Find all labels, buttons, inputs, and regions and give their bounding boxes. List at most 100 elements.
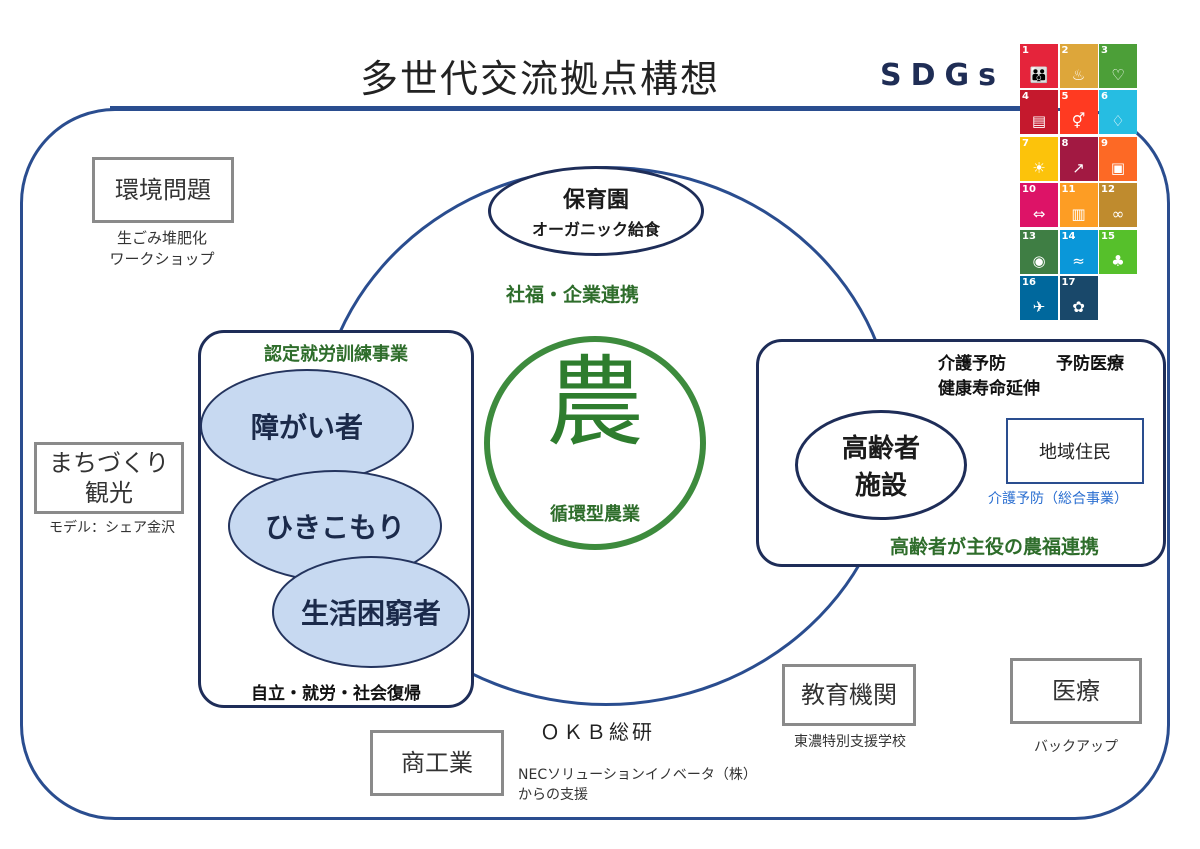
- sdg-number: 14: [1061, 230, 1076, 242]
- sdg-tile-2: 2♨: [1059, 44, 1098, 88]
- sdg-number: 6: [1101, 91, 1108, 103]
- sdg-tile-7: 7☀: [1020, 136, 1058, 181]
- commerce-caption-line1: NECソリューションイノベータ（株）: [518, 767, 757, 783]
- equality-icon: ⇔: [1032, 205, 1046, 224]
- environment-caption-line1: 生ごみ堆肥化: [116, 229, 207, 247]
- environment-label: 環境問題: [115, 176, 211, 204]
- sdg-tile-4: 4▤: [1020, 90, 1058, 135]
- sdg-tile-15: 15 ♣: [1099, 229, 1137, 274]
- sdg-tile-10: 10 ⇔: [1020, 183, 1058, 228]
- elderly-facility-ellipse: 高齢者 施設: [795, 410, 967, 520]
- agriculture-circle: [484, 336, 706, 550]
- commerce-box: 商工業: [370, 730, 504, 796]
- family-icon: 👪: [1029, 66, 1049, 84]
- education-label: 教育機関: [801, 681, 897, 709]
- local-residents-box: 地域住民: [1006, 418, 1144, 484]
- hikikomori-label: ひきこもり: [264, 511, 405, 544]
- sdg-number: 12: [1101, 184, 1115, 196]
- sdg-tile-6: 6♢: [1099, 90, 1137, 135]
- book-icon: ▤: [1031, 112, 1047, 131]
- sdg-number: 11: [1061, 184, 1076, 196]
- sdg-number: 17: [1061, 276, 1076, 288]
- agriculture-caption: 循環型農業: [550, 504, 640, 525]
- town-development-box: まちづくり 観光: [34, 442, 184, 514]
- sdg-tile-11: 11 ▥: [1059, 183, 1098, 228]
- poverty-ellipse: 生活困窮者: [272, 556, 470, 668]
- town-caption: モデル：シェア金沢: [49, 520, 175, 536]
- elderly-facility-line2: 施設: [854, 471, 907, 501]
- poverty-label: 生活困窮者: [300, 597, 441, 630]
- healthy-life-label: 健康寿命延伸: [938, 379, 1040, 399]
- okb-label: ＯＫＢ総研: [540, 720, 655, 744]
- sdg-tile-17: 17 ✿: [1059, 275, 1098, 320]
- sdg-number: 13: [1022, 230, 1036, 242]
- sdg-number: 1: [1022, 45, 1029, 56]
- environment-box: 環境問題: [92, 157, 234, 223]
- education-box: 教育機関: [782, 664, 916, 726]
- sdgs-label: SDGs: [880, 58, 1005, 93]
- sdg-tile-blank: [1099, 275, 1137, 320]
- title-underline: [110, 106, 1020, 109]
- training-title: 認定就労訓練事業: [264, 344, 408, 365]
- commerce-label: 商工業: [401, 749, 473, 777]
- city-icon: ▥: [1071, 205, 1086, 224]
- sdg-tile-13: 13 ◉: [1020, 229, 1058, 274]
- outer-frame: [20, 108, 1170, 820]
- sdg-number: 4: [1022, 91, 1029, 103]
- fish-icon: ≈: [1072, 251, 1085, 270]
- gender-icon: ⚥: [1071, 112, 1086, 131]
- elderly-facility-line1: 高齢者: [841, 434, 920, 464]
- sdg-number: 15: [1101, 230, 1115, 242]
- disability-label: 障がい者: [250, 411, 363, 444]
- environment-caption: 生ごみ堆肥化 ワークショップ: [72, 227, 252, 269]
- sdg-tile-8: 8↗: [1059, 136, 1098, 181]
- sdg-number: 2: [1061, 45, 1069, 56]
- water-icon: ♢: [1111, 112, 1125, 131]
- environment-caption-line2: ワークショップ: [109, 250, 215, 268]
- nursery-title: 保育園: [562, 188, 629, 213]
- nursery-ellipse: 保育園 オーガニック給食: [488, 166, 704, 256]
- training-footer: 自立・就労・社会復帰: [251, 684, 421, 704]
- preventive-medicine-label: 予防医療: [1056, 354, 1124, 374]
- nursery-subtitle: オーガニック給食: [531, 220, 660, 239]
- elderly-footer: 高齢者が主役の農福連携: [890, 536, 1100, 558]
- flower-icon: ✿: [1072, 297, 1085, 316]
- heartbeat-icon: ♡: [1111, 66, 1125, 84]
- sdg-tile-5: 5⚥: [1059, 90, 1098, 135]
- sdg-number: 7: [1022, 137, 1029, 149]
- sdg-number: 5: [1061, 91, 1069, 103]
- medical-caption: バックアップ: [1034, 739, 1118, 755]
- medical-label: 医療: [1052, 677, 1100, 705]
- sdg-number: 10: [1022, 184, 1036, 196]
- growth-chart-icon: ↗: [1072, 158, 1085, 177]
- sun-icon: ☀: [1032, 158, 1046, 177]
- sdg-tile-1: 1👪: [1020, 44, 1058, 88]
- town-label-line2: 観光: [85, 479, 133, 507]
- residents-caption: 介護予防（総合事業）: [988, 491, 1128, 507]
- local-residents-label: 地域住民: [1039, 442, 1111, 463]
- page-title: 多世代交流拠点構想: [360, 57, 721, 101]
- commerce-caption-line2: からの支援: [518, 786, 588, 803]
- sdg-tile-3: 3♡: [1099, 44, 1137, 88]
- sdg-number: 16: [1022, 276, 1036, 288]
- commerce-caption: NECソリューションイノベータ（株） からの支援: [518, 766, 757, 805]
- town-label-line1: まちづくり: [49, 449, 169, 477]
- sdg-icon-grid: 1👪2♨3♡4▤5⚥6♢7☀8↗9▣10⇔11▥12∞13◉14≈15♣16✈1…: [1020, 44, 1137, 320]
- bowl-icon: ♨: [1071, 66, 1086, 84]
- agriculture-kanji: 農: [545, 346, 644, 460]
- dove-icon: ✈: [1032, 297, 1046, 316]
- eye-icon: ◉: [1032, 251, 1046, 270]
- cubes-icon: ▣: [1110, 158, 1126, 177]
- sdg-number: 9: [1101, 137, 1108, 149]
- welfare-link-label: 社福・企業連携: [506, 284, 640, 306]
- sdg-tile-14: 14 ≈: [1059, 229, 1098, 274]
- tree-icon: ♣: [1111, 251, 1125, 270]
- sdg-tile-12: 12∞: [1099, 183, 1137, 228]
- care-prevention-label: 介護予防: [938, 354, 1006, 374]
- sdg-tile-16: 16 ✈: [1020, 275, 1058, 320]
- sdg-tile-9: 9▣: [1099, 136, 1137, 181]
- education-caption: 東濃特別支援学校: [794, 734, 906, 750]
- sdg-number: 8: [1061, 137, 1069, 149]
- disability-ellipse: 障がい者: [200, 369, 414, 483]
- medical-box: 医療: [1010, 658, 1142, 724]
